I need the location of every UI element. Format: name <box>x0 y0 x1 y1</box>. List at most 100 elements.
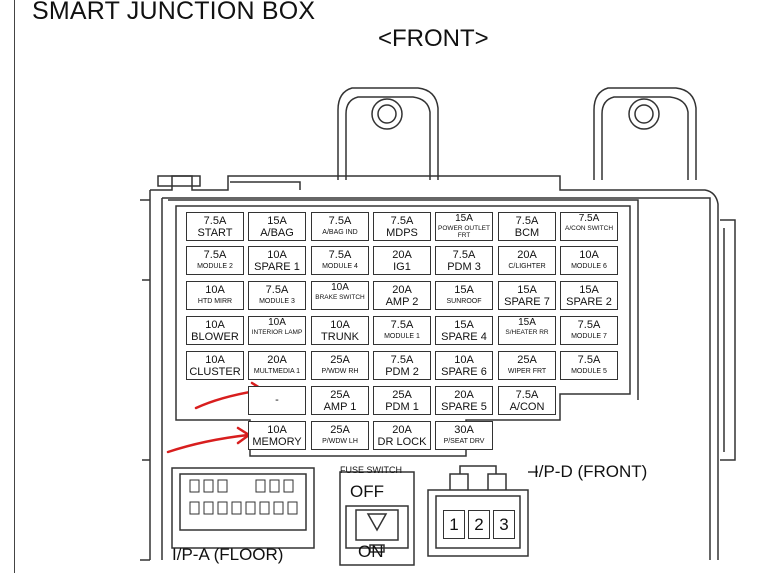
fuse-amperage: 7.5A <box>515 389 539 401</box>
ipd-pin-3: 3 <box>493 510 515 539</box>
fuse-circuit-name: HTD MIRR <box>197 298 233 305</box>
fuse-circuit-name: POWER OUTLET FRT <box>437 225 490 239</box>
fuse-circuit-name: - <box>275 394 279 406</box>
fuse-amperage: 10A <box>579 249 599 261</box>
fuse-circuit-name: P/SEAT DRV <box>443 438 485 445</box>
fuse-amperage: 25A <box>330 424 350 436</box>
fuse-amperage: 10A <box>268 317 286 328</box>
fuse-circuit-name: DR LOCK <box>377 436 427 448</box>
fuse-circuit-name: TRUNK <box>321 331 359 343</box>
fuse-amperage: 10A <box>205 284 225 296</box>
fuse-circuit-name: SPARE 7 <box>504 296 550 308</box>
fuse-circuit-name: A/CON SWITCH <box>564 225 614 232</box>
fuse-circuit-name: SPARE 1 <box>254 261 300 273</box>
fuse-amperage: 25A <box>392 389 412 401</box>
fuse-circuit-name: MODULE 2 <box>197 263 233 270</box>
fuse-circuit-name: SPARE 5 <box>441 401 487 413</box>
fuse-amperage: 7.5A <box>203 249 227 261</box>
fuse-circuit-name: SPARE 4 <box>441 331 487 343</box>
fuse-module-4: 7.5A MODULE 4 <box>311 246 369 275</box>
fuse-switch-label: FUSE SWITCH <box>340 465 402 475</box>
fuse-amperage: 20A <box>454 389 474 401</box>
fuse-circuit-name: BLOWER <box>191 331 239 343</box>
fuse-amperage: 10A <box>330 319 350 331</box>
ipa-floor-label: I/P-A (FLOOR) <box>172 545 284 564</box>
fuse-circuit-name: MDPS <box>386 227 418 239</box>
fuse-circuit-name: AMP 1 <box>323 401 357 413</box>
fuse-amperage: 7.5A <box>390 319 414 331</box>
fuse-circuit-name: MODULE 3 <box>259 298 295 305</box>
fuse-amperage: 15A <box>454 319 474 331</box>
fuse-amperage: 7.5A <box>452 249 476 261</box>
fuse-amperage: 7.5A <box>390 354 414 366</box>
fuse-circuit-name: AMP 2 <box>385 296 419 308</box>
fuse-circuit-name: MODULE 4 <box>322 263 358 270</box>
fuse-amperage: 20A <box>392 249 412 261</box>
fuse-amperage: 7.5A <box>328 215 352 227</box>
fuse-amperage: 7.5A <box>328 249 352 261</box>
fuse-amperage: 15A <box>518 317 536 328</box>
left-border-line <box>14 0 15 573</box>
fuse-amperage: 10A <box>267 424 287 436</box>
fuse-module-6: 10A MODULE 6 <box>560 246 618 275</box>
fuse-amperage: 7.5A <box>577 319 601 331</box>
fuse-circuit-name: SPARE 2 <box>566 296 612 308</box>
fuse-amperage: 15A <box>454 284 474 296</box>
fuse-amperage: 10A <box>205 319 225 331</box>
fuse-amperage: 10A <box>205 354 225 366</box>
diagram-title: SMART JUNCTION BOX <box>32 0 316 25</box>
fuse-amperage: 7.5A <box>577 354 601 366</box>
fuse-amperage: 7.5A <box>265 284 289 296</box>
fuse-amperage: 10A <box>331 282 349 293</box>
fuse-circuit-name: MEMORY <box>252 436 302 448</box>
fuse-circuit-name: SPARE 6 <box>441 366 487 378</box>
fuse-amperage: 10A <box>267 249 287 261</box>
fuse-circuit-name: WIPER FRT <box>507 368 547 375</box>
ipd-front-label: I/P-D (FRONT) <box>534 462 648 481</box>
fuse-amperage: 7.5A <box>203 215 227 227</box>
fuse-circuit-name: P/WDW RH <box>321 368 359 375</box>
fuse-circuit-name: CLUSTER <box>189 366 241 378</box>
fuse-circuit-name: BRAKE SWITCH <box>315 294 365 301</box>
fuse-amperage: 25A <box>330 389 350 401</box>
fuse-circuit-name: START <box>197 227 233 239</box>
fuse-circuit-name: PDM 3 <box>447 261 481 273</box>
fuse-p-wdw-rh: 25A P/WDW RH <box>311 351 369 380</box>
fuse-amperage: 7.5A <box>390 215 414 227</box>
ipd-pin-1: 1 <box>443 510 465 539</box>
fuse-amperage: 20A <box>267 354 287 366</box>
fuse-circuit-name: SUNROOF <box>446 298 482 305</box>
fuse-circuit-name: PDM 2 <box>385 366 419 378</box>
fuse-amperage: 20A <box>392 424 412 436</box>
fuse-amperage: 7.5A <box>578 213 600 224</box>
fuse-htd-mirr: 10A HTD MIRR <box>186 281 244 310</box>
fuse-circuit-name: MODULE 6 <box>571 263 607 270</box>
fuse-circuit-name: S/HEATER RR <box>505 329 549 336</box>
fuse-amperage: 25A <box>330 354 350 366</box>
